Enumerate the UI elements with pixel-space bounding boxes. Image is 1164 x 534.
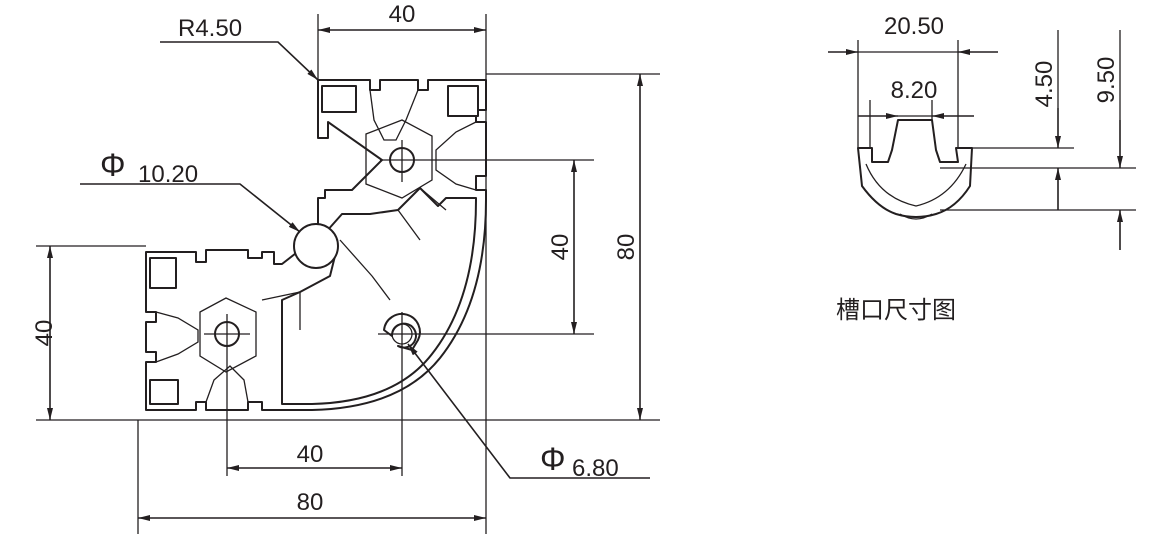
dim-top-width-label: 40 <box>389 1 416 28</box>
top-right-slot <box>447 85 479 117</box>
dim-center-hole-value: 10.20 <box>138 161 198 188</box>
dim-slot-depth-label: 9.50 <box>1093 57 1120 104</box>
dim-bottom-inner-width: 40 <box>227 441 402 471</box>
dim-right-inner-height-label: 40 <box>547 234 574 261</box>
slot-detail <box>857 119 973 220</box>
dim-right-total-height: 80 <box>613 74 643 420</box>
dim-slot-width-label: 20.50 <box>884 13 944 40</box>
left-center-slot <box>155 311 199 363</box>
dim-corner-hole-symbol: Φ <box>540 441 566 477</box>
bottom-arm-slot <box>205 365 249 403</box>
dim-corner-hole: Φ 6.80 <box>407 343 650 482</box>
left-core-body <box>199 297 257 373</box>
slot-caption: 槽口尺寸图 <box>836 296 956 324</box>
dim-bottom-inner-width-label: 40 <box>297 441 324 468</box>
dim-slot-width: 20.50 <box>828 13 998 55</box>
left-top-slot <box>149 257 177 289</box>
dim-left-height-label: 40 <box>31 320 58 347</box>
top-left-slot <box>321 85 357 113</box>
dim-right-total-height-label: 80 <box>613 234 640 261</box>
dim-right-inner-height: 40 <box>547 160 577 334</box>
dim-slot-depth: 9.50 <box>1093 30 1123 250</box>
dim-top-width: 40 <box>318 1 486 33</box>
dim-opening-width-label: 8.20 <box>891 77 938 104</box>
dim-lip-depth: 4.50 <box>1031 30 1061 210</box>
dim-center-hole: Φ 10.20 <box>80 147 301 233</box>
dim-radius-label: R4.50 <box>178 15 242 42</box>
dim-center-hole-symbol: Φ <box>100 147 126 183</box>
slot-inner <box>865 163 967 207</box>
large-hole-10-20 <box>293 223 339 269</box>
profile-inner-cavity <box>281 187 477 405</box>
dim-bottom-total-width-label: 80 <box>297 489 324 516</box>
top-center-slot <box>369 89 419 141</box>
dim-radius: R4.50 <box>160 15 319 81</box>
profile-inner-walls <box>261 187 447 330</box>
dim-left-height: 40 <box>31 246 58 420</box>
top-core-body <box>365 119 433 199</box>
dim-lip-depth-label: 4.50 <box>1031 61 1058 108</box>
dim-corner-hole-value: 6.80 <box>572 455 619 482</box>
dim-bottom-total-width: 80 <box>138 489 486 521</box>
left-bottom-slot <box>149 379 179 405</box>
dim-opening-width: 8.20 <box>858 77 974 119</box>
